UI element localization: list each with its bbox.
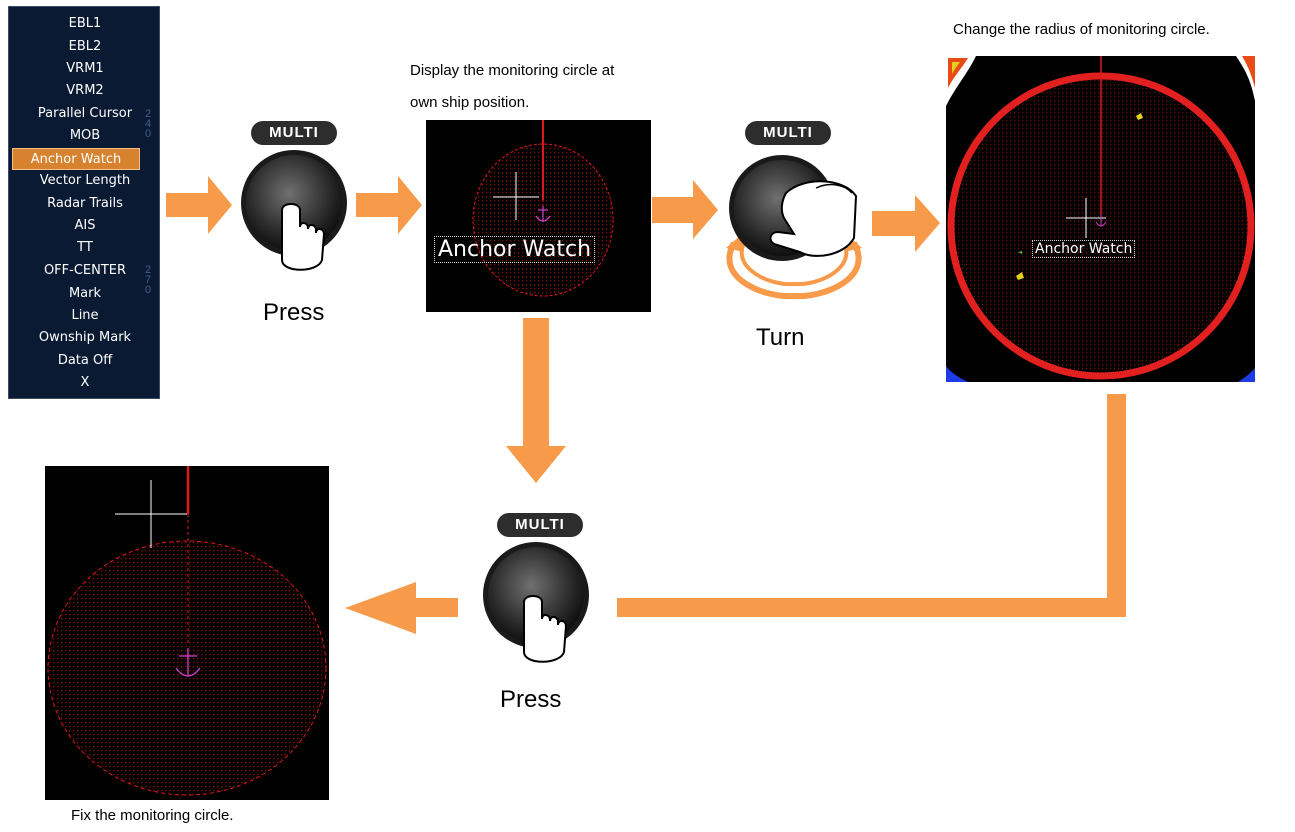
- multi-knob-press-2[interactable]: [478, 540, 598, 680]
- multi-knob-turn[interactable]: [704, 148, 884, 318]
- caption-display-line1: Display the monitoring circle at: [410, 62, 615, 79]
- menu-item-vrm1[interactable]: VRM1: [66, 61, 104, 76]
- arrow-to-final: [345, 582, 458, 634]
- menu-item-vrm2[interactable]: VRM2: [66, 83, 104, 98]
- radar-screen-fixed: [45, 466, 329, 800]
- knob-press-icon: [241, 150, 347, 271]
- arrow-return-line: [617, 598, 1126, 617]
- arrow-turn-to-screen2: [872, 195, 940, 252]
- menu-item-vector-length[interactable]: Vector Length: [39, 173, 131, 188]
- scale-tick-240: 240: [145, 108, 152, 140]
- press-label-2: Press: [500, 686, 562, 713]
- press-label-1: Press: [263, 299, 325, 326]
- radar-radius-graphic: [946, 56, 1255, 382]
- menu-item-radar-trails[interactable]: Radar Trails: [47, 196, 123, 211]
- menu-item-anchor-watch[interactable]: Anchor Watch: [12, 148, 140, 170]
- knob-press-icon-2: [483, 542, 589, 663]
- knob-turn-icon: [726, 155, 862, 300]
- menu-item-mob[interactable]: MOB: [69, 128, 101, 143]
- multi-knob-press-1[interactable]: [236, 148, 356, 288]
- radar-screen-radius: Anchor Watch: [946, 56, 1255, 382]
- menu-item-off-center[interactable]: OFF-CENTER: [43, 263, 127, 278]
- radar-display-graphic: [472, 120, 614, 297]
- caption-change-radius: Change the radius of monitoring circle.: [953, 21, 1210, 38]
- menu-item-parallel-cursor[interactable]: Parallel Cursor: [37, 106, 133, 121]
- anchor-watch-label-2: Anchor Watch: [1032, 240, 1136, 258]
- multi-badge-2: MULTI: [745, 121, 831, 145]
- anchor-watch-label-1: Anchor Watch: [434, 236, 596, 263]
- scale-tick-270: 270: [145, 264, 152, 296]
- turn-label: Turn: [756, 324, 805, 351]
- arrow-screen1-down: [506, 318, 566, 483]
- multi-badge-3: MULTI: [497, 513, 583, 537]
- arrow-menu-to-knob: [166, 176, 232, 234]
- menu-item-x[interactable]: X: [80, 375, 90, 390]
- menu-item-ebl2[interactable]: EBL2: [68, 39, 102, 54]
- menu-item-line[interactable]: Line: [71, 308, 99, 323]
- menu-item-ebl1[interactable]: EBL1: [68, 16, 102, 31]
- arrow-knob-to-screen1: [356, 176, 422, 234]
- radar-screen-display: Anchor Watch: [426, 120, 651, 312]
- multi-badge-1: MULTI: [251, 121, 337, 145]
- menu-item-ais[interactable]: AIS: [74, 218, 96, 233]
- caption-fix-circle: Fix the monitoring circle.: [71, 807, 234, 824]
- caption-display-line2: own ship position.: [410, 94, 530, 111]
- arrow-screen2-down: [1107, 394, 1126, 617]
- menu-item-mark[interactable]: Mark: [68, 286, 102, 301]
- menu-item-tt[interactable]: TT: [77, 240, 93, 255]
- menu-item-data-off[interactable]: Data Off: [57, 353, 113, 368]
- arrow-screen1-to-turn: [652, 180, 718, 239]
- menu-item-ownship-mark[interactable]: Ownship Mark: [38, 330, 132, 345]
- radar-fixed-graphic: [47, 466, 327, 796]
